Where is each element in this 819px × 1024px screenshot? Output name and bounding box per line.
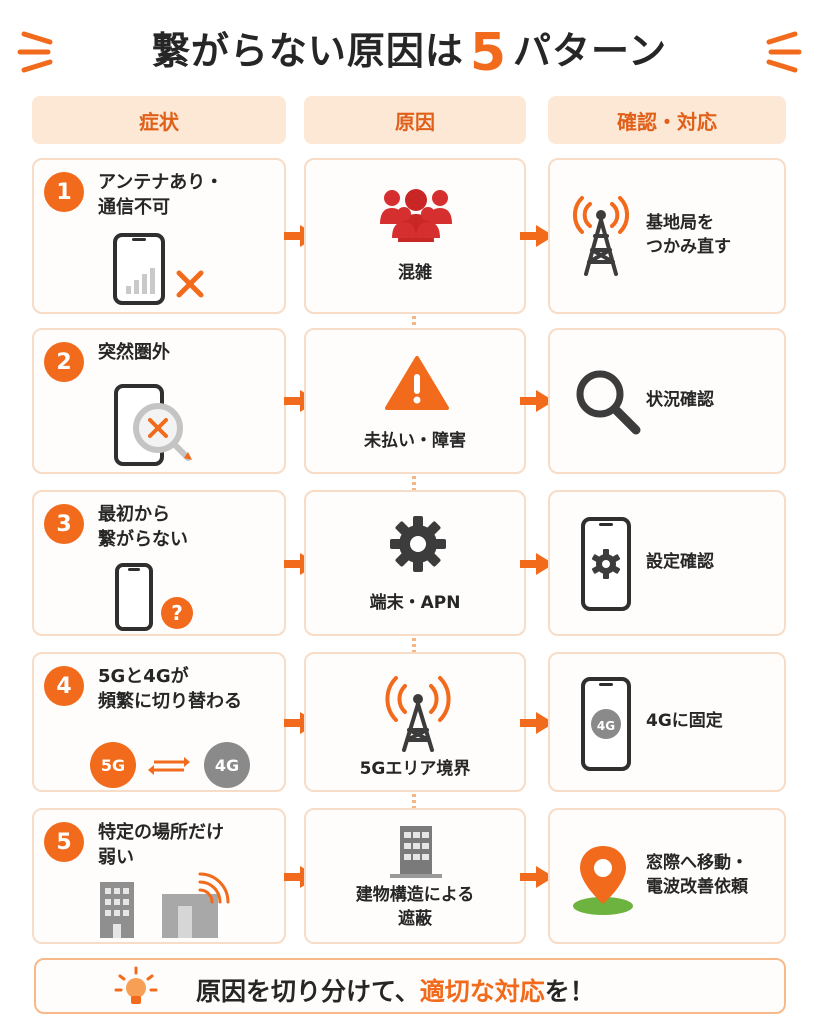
symptom-card-5: 5 特定の場所だけ 弱い [32,808,286,944]
arrow-right-icon [520,866,554,888]
symptom-text: 突然圏外 [98,342,170,363]
arrow-right-icon [520,712,554,734]
cause-label: 建物構造による 遮蔽 [355,885,475,929]
symptom-card-3: 3 最初から 繋がらない ? [32,490,286,636]
radio-tower-icon [572,196,630,276]
connector-dots [412,476,416,492]
cause-card-1: 混雑 [304,158,526,314]
symptom-card-1: 1 アンテナあり・ 通信不可 [32,158,286,314]
row-number-badge: 5 [44,822,84,862]
burst-right-icon [766,31,802,73]
question-icon: ? [161,597,193,629]
action-card-2: 状況確認 [548,328,786,474]
row-number-badge: 1 [44,172,84,212]
action-label: 4Gに固定 [646,711,723,732]
column-header-action: 確認・対応 [548,96,786,144]
swap-arrows-icon [148,757,190,775]
light-bulb-icon [114,966,158,1004]
symptom-text: 最初から 繋がらない [98,504,188,551]
phone-search-x-icon [114,384,192,466]
cause-label: 混雑 [398,263,432,283]
phone-weak-signal-icon [113,233,165,305]
magnifier-icon [576,370,641,435]
crowd-icon [380,189,452,242]
buildings-signal-icon [100,872,230,938]
action-label: 窓際へ移動・ 電波改善依頼 [646,853,748,897]
row-number-badge: 3 [44,504,84,544]
phone-4g-icon [581,677,631,771]
footer-message: 原因を切り分けて、適切な対応を！ [196,977,595,1006]
cause-card-2: 未払い・障害 [304,328,526,474]
action-card-3: 設定確認 [548,490,786,636]
connector-dots [412,316,416,332]
action-label: 基地局を つかみ直す [646,213,731,257]
action-label: 状況確認 [646,390,714,411]
cause-label: 未払い・障害 [364,431,466,451]
connector-dots [412,638,416,654]
cause-card-5: 建物構造による 遮蔽 [304,808,526,944]
warning-triangle-icon [385,356,449,410]
action-card-4: 4G 4Gに固定 [548,652,786,792]
column-header-cause: 原因 [304,96,526,144]
badge-4g: 4G [204,742,250,788]
row-number-badge: 4 [44,666,84,706]
map-pin-icon [573,846,633,915]
cause-card-4: 5Gエリア境界 [304,652,526,792]
symptom-card-2: 2 突然圏外 [32,328,286,474]
cause-card-3: 端末・APN [304,490,526,636]
footer-banner: 原因を切り分けて、適切な対応を！ [34,958,786,1014]
arrow-right-icon [520,225,554,247]
row-number-badge: 2 [44,342,84,382]
phone-gear-icon [581,517,631,611]
action-card-1: 基地局を つかみ直す [548,158,786,314]
svg-text:?: ? [171,601,183,625]
connector-dots [412,794,416,810]
gear-icon [390,516,446,572]
action-card-5: 窓際へ移動・ 電波改善依頼 [548,808,786,944]
symptom-text: 特定の場所だけ 弱い [98,822,224,869]
badge-5g: 5G [90,742,136,788]
symptom-text: アンテナあり・ 通信不可 [98,172,224,219]
arrow-right-icon [520,553,554,575]
cause-label: 端末・APN [369,593,461,613]
symptom-text: 5Gと4Gが 頻繁に切り替わる [98,666,242,713]
cause-label: 5Gエリア境界 [359,759,471,779]
action-label: 設定確認 [646,552,714,573]
screen-4g-label: 4G [596,719,616,733]
office-building-icon [390,826,442,878]
burst-left-icon [17,31,53,73]
phone-icon [115,563,153,631]
radio-tower-icon [385,676,451,752]
symptom-card-4: 4 5Gと4Gが 頻繁に切り替わる 5G 4G [32,652,286,792]
x-mark-icon [176,270,204,298]
arrow-right-icon [520,390,554,412]
column-header-symptom: 症状 [32,96,286,144]
